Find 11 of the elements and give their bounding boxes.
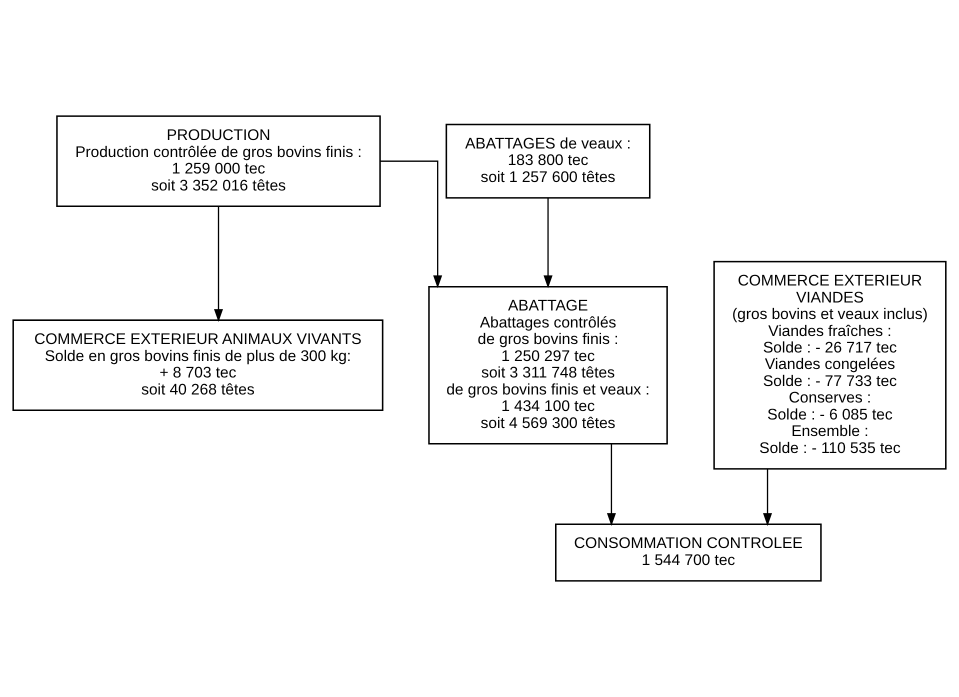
arrow xyxy=(544,198,553,288)
arrow xyxy=(606,444,616,526)
node-box: PRODUCTION Production contrôlée de gros bovins finis : 1 259 000 tec soit 3 352 016 têtes xyxy=(56,115,381,208)
node-box: ABATTAGES de veaux : 183 800 tec soit 1 257 600 têtes xyxy=(446,124,651,199)
node-box: ABATTAGE Abattages contrôlés de gros bovins finis : 1 250 297 tec soit 3 311 748 têtes de gros bovins finis et veaux : 1 434 100 tec soit 4 569 300 têtes xyxy=(428,286,668,445)
arrow xyxy=(763,469,772,526)
node-box: COMMERCE EXTERIEUR VIANDES (gros bovins et veaux inclus) Viandes fraîches : Solde : - 26 717 tec Viandes congelées Solde : - 77 733 tec Conserves : Solde : - 6 085 tec Ensemble : Solde : - 110 535 tec xyxy=(713,260,947,470)
arrow xyxy=(380,160,442,288)
arrow xyxy=(214,206,224,322)
node-box: CONSOMMATION CONTROLEE 1 544 700 tec xyxy=(555,523,822,582)
node-box: COMMERCE EXTERIEUR ANIMAUX VIVANTS Solde en gros bovins finis de plus de 300 kg: + 8 703 tec soit 40 268 têtes xyxy=(12,319,384,412)
